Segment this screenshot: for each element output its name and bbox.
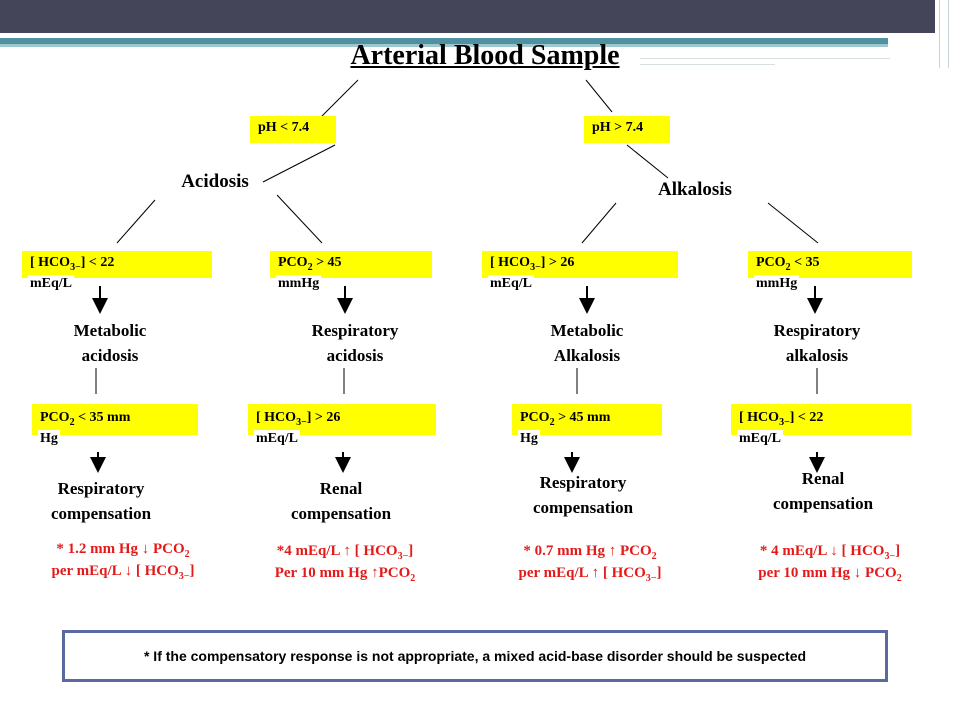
criterion-text: [ HCO3−] > 26 (490, 255, 575, 273)
connector (276, 194, 323, 244)
connector (585, 79, 613, 113)
criterion-unit: mEq/L (488, 275, 535, 293)
compensation-criterion-text: PCO2 > 45 mm (520, 410, 611, 428)
connector (626, 144, 669, 179)
connector (321, 79, 359, 117)
compensation-criterion-text: PCO2 < 35 mm (40, 410, 131, 428)
decor-line (640, 64, 775, 65)
criterion-box-metabolic-alkalosis: [ HCO3−] > 26 mEq/L (482, 251, 678, 293)
ph-low-label: pH < 7.4 (258, 120, 310, 135)
compensation-criterion-text: [ HCO3−] < 22 (739, 410, 824, 428)
connector (262, 144, 336, 183)
connector (581, 202, 617, 244)
criterion-unit: mEq/L (28, 275, 75, 293)
compensation-rule-4: * 4 mEq/L ↓ [ HCO3−] per 10 mm Hg ↓ PCO2 (758, 543, 902, 584)
acidosis-label: Acidosis (181, 171, 249, 192)
criterion-unit: mmHg (276, 275, 322, 293)
criterion-box-respiratory-acidosis: PCO2 > 45 mmHg (270, 251, 432, 293)
criterion-text: [ HCO3−] < 22 (30, 255, 115, 273)
decor-line (939, 0, 940, 68)
compensation-criterion-text: [ HCO3−] > 26 (256, 410, 341, 428)
compensation-unit: mEq/L (737, 430, 784, 448)
alkalosis-label: Alkalosis (658, 179, 732, 200)
criterion-box-respiratory-alkalosis: PCO2 < 35 mmHg (748, 251, 912, 293)
ph-high-label: pH > 7.4 (592, 120, 644, 135)
compensation-rule-2: *4 mEq/L ↑ [ HCO3−] Per 10 mm Hg ↑PCO2 (274, 543, 416, 584)
accent-stripe (0, 38, 888, 44)
decor-line (948, 0, 949, 68)
compensation-box-respiratory-alkalosis: [ HCO3−] < 22 mEq/L (731, 404, 911, 448)
compensation-box-metabolic-acidosis: PCO2 < 35 mm Hg (32, 404, 198, 448)
criterion-unit: mmHg (754, 275, 800, 293)
mixed-disorder-note: * If the compensatory response is not ap… (62, 630, 888, 682)
compensation-unit: mEq/L (254, 430, 301, 448)
header-bar (0, 0, 935, 33)
decor-line (640, 58, 890, 59)
criterion-box-metabolic-acidosis: [ HCO3−] < 22 mEq/L (22, 251, 212, 293)
criterion-text: PCO2 > 45 (278, 255, 342, 273)
compensation-box-respiratory-acidosis: [ HCO3−] > 26 mEq/L (248, 404, 436, 448)
criterion-text: PCO2 < 35 (756, 255, 820, 273)
accent-stripe-light (0, 44, 888, 47)
connector (767, 202, 819, 244)
connector (116, 199, 156, 244)
page-title: Arterial Blood Sample (350, 40, 620, 71)
compensation-rule-1: * 1.2 mm Hg ↓ PCO2 per mEq/L ↓ [ HCO3−] (51, 541, 195, 582)
compensation-box-metabolic-alkalosis: PCO2 > 45 mm Hg (512, 404, 662, 448)
compensation-unit: Hg (518, 430, 540, 448)
ph-low-box: pH < 7.4 (250, 116, 336, 143)
ph-high-box: pH > 7.4 (584, 116, 670, 143)
compensation-rule-3: * 0.7 mm Hg ↑ PCO2 per mEq/L ↑ [ HCO3−] (518, 543, 662, 584)
compensation-unit: Hg (38, 430, 60, 448)
